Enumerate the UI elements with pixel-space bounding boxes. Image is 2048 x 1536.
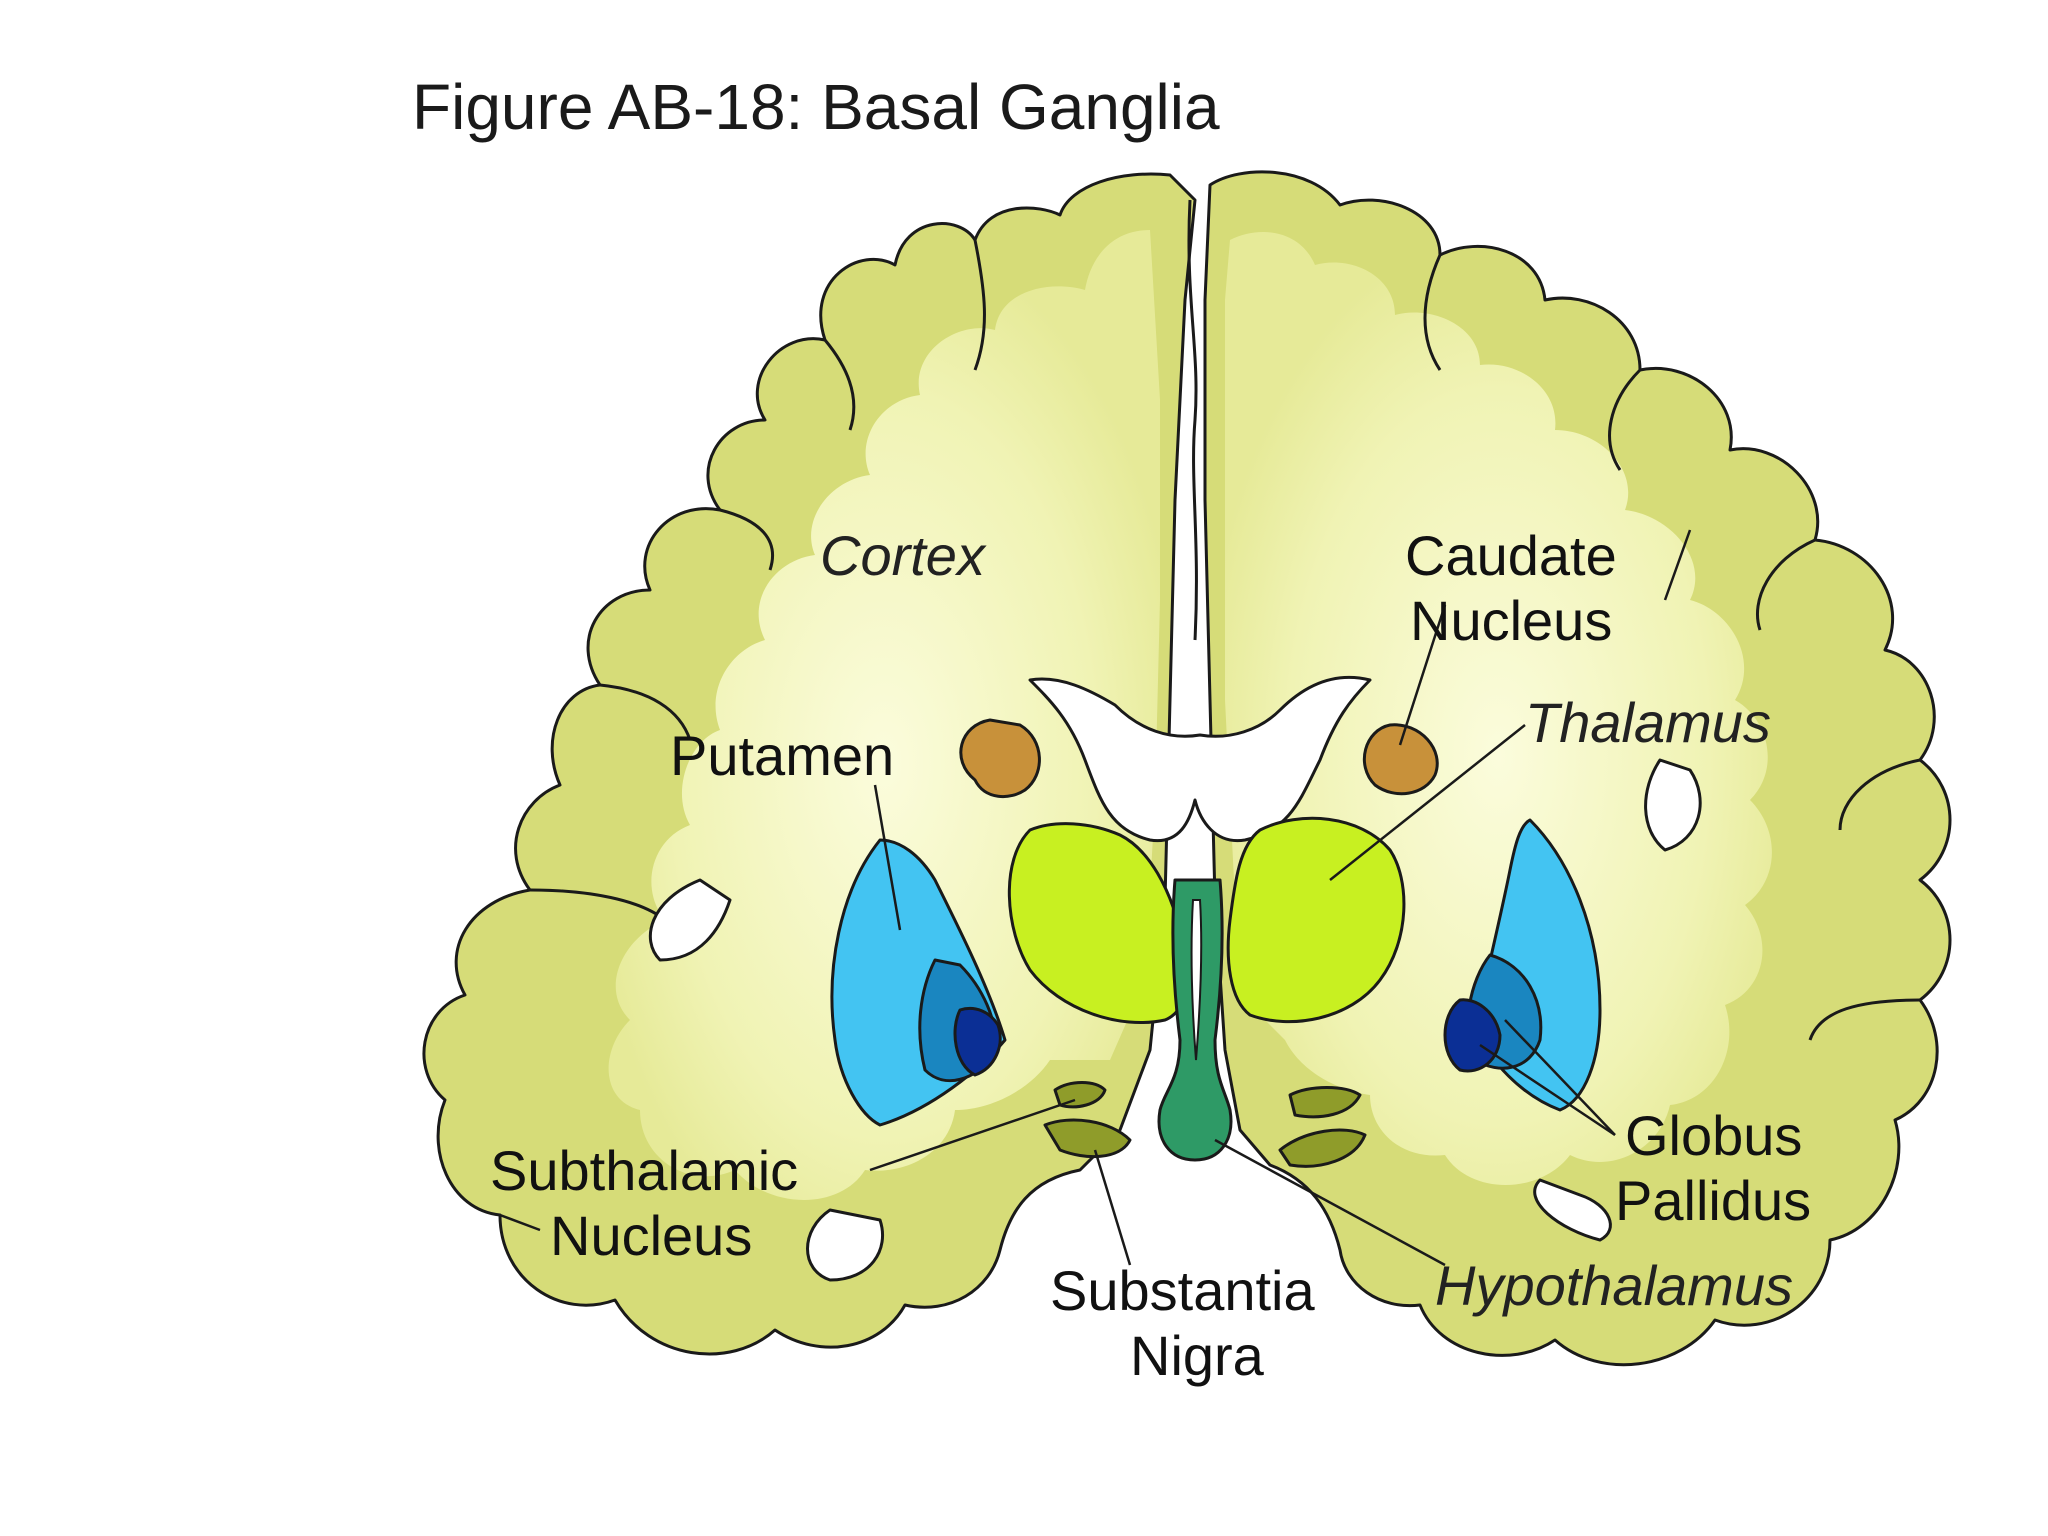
leader-globus-pallidus-1	[1479, 1043, 1616, 1137]
right-caudate-nucleus	[1362, 723, 1439, 796]
leader-lines	[499, 529, 1692, 1267]
leader-thalamus	[1329, 724, 1526, 881]
left-temporal-cavity	[806, 1208, 885, 1282]
label-substantia-line2: Nigra	[1130, 1324, 1265, 1387]
left-sylvian-fissure	[648, 878, 732, 962]
label-thalamus: Thalamus	[1525, 691, 1771, 754]
right-globus-pallidus-inner	[1443, 998, 1502, 1073]
label-hypothalamus: Hypothalamus	[1435, 1254, 1793, 1317]
leader-globus-pallidus-2	[1504, 1019, 1616, 1136]
right-substantia-nigra	[1278, 1128, 1367, 1168]
label-putamen: Putamen	[670, 724, 894, 787]
label-caudate-line2: Nucleus	[1410, 589, 1612, 652]
left-subthalamic-nucleus	[1053, 1081, 1107, 1109]
leader-subthalamic	[869, 1098, 1076, 1172]
leader-caudate-right	[1663, 529, 1692, 601]
label-globus-line1: Globus	[1625, 1104, 1802, 1167]
third-ventricle	[1190, 899, 1203, 1061]
leader-caudate	[1398, 604, 1447, 746]
right-temporal-cavity	[1533, 1178, 1612, 1242]
left-substantia-nigra	[1043, 1118, 1132, 1159]
figure-title: Figure AB-18: Basal Ganglia	[412, 71, 1220, 143]
label-caudate-line1: Caudate	[1405, 524, 1617, 587]
label-subthalamic-line2: Nucleus	[550, 1204, 752, 1267]
leader-putamen	[873, 784, 902, 931]
lateral-ventricles	[1028, 675, 1372, 843]
leader-subthalamic-nucleus-word	[499, 1213, 541, 1232]
right-sylvian-fissure	[1644, 758, 1702, 852]
label-cortex: Cortex	[820, 524, 987, 587]
label-subthalamic-line1: Subthalamic	[490, 1139, 798, 1202]
leader-hypothalamus	[1214, 1138, 1446, 1267]
label-substantia-line1: Substantia	[1050, 1259, 1315, 1322]
left-caudate-nucleus	[959, 718, 1041, 799]
right-thalamus	[1226, 816, 1406, 1024]
leader-substantia-nigra	[1093, 1149, 1132, 1266]
left-globus-pallidus-inner	[953, 1006, 1002, 1077]
labels: Cortex Caudate Nucleus Thalamus Putamen …	[490, 524, 1811, 1387]
label-globus-line2: Pallidus	[1615, 1169, 1811, 1232]
right-subthalamic-nucleus	[1288, 1086, 1362, 1119]
